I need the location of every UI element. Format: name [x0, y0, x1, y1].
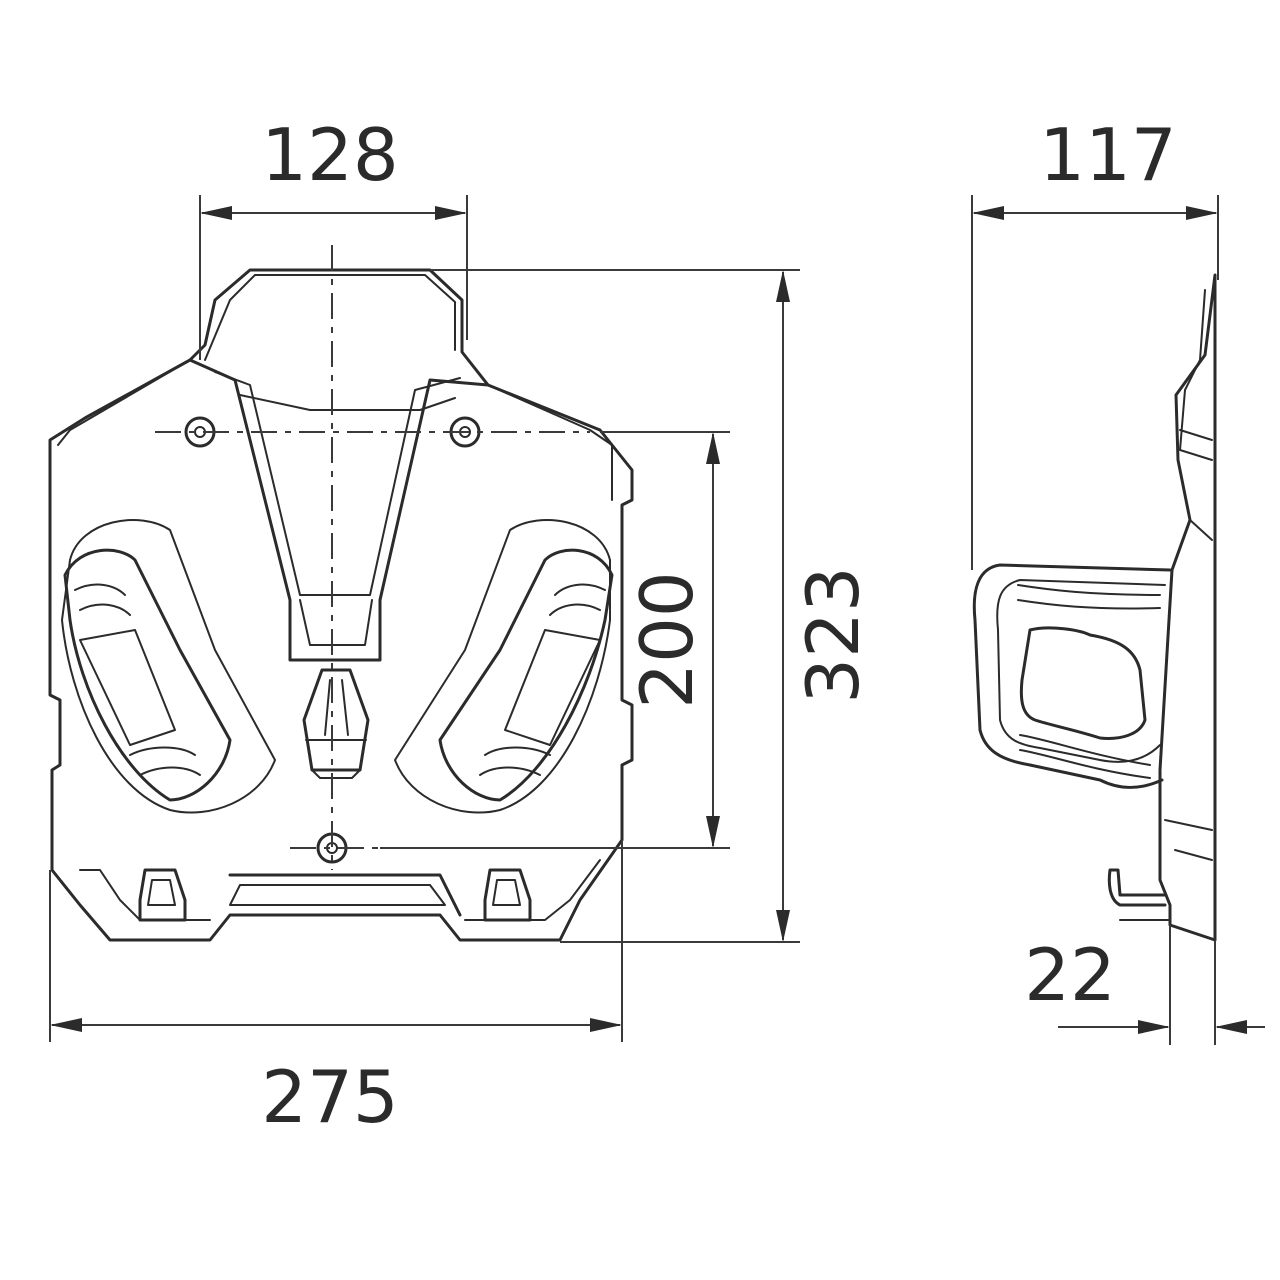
front-outline [48, 268, 634, 942]
side-back-inner [1179, 289, 1213, 461]
v-rib-bottom [299, 599, 373, 646]
side-view [972, 273, 1217, 942]
right-foot [483, 868, 532, 922]
front-view [48, 245, 634, 942]
left-handle [61, 519, 276, 814]
side-back-plate [1158, 273, 1217, 942]
left-foot [138, 868, 187, 922]
dimension-mount-height: 200 [380, 431, 730, 849]
center-grip [302, 668, 370, 779]
mount-height-label: 200 [625, 571, 709, 708]
side-depth-label: 117 [1039, 113, 1176, 197]
bottom-tray-inner [229, 884, 446, 906]
top-cap-inner [204, 274, 456, 361]
dimension-total-height: 323 [430, 269, 875, 943]
dimension-plate-thickness: 22 [1024, 925, 1265, 1045]
right-handle [394, 519, 614, 814]
side-hook [972, 563, 1172, 789]
bottom-tray [228, 873, 462, 917]
dimension-total-width: 275 [49, 840, 623, 1139]
total-width-label: 275 [261, 1055, 398, 1139]
left-shoulder [57, 359, 191, 446]
side-bottom-hook [1107, 868, 1167, 907]
right-shoulder [487, 384, 613, 501]
dimension-side-depth: 117 [971, 113, 1219, 570]
side-hook-inner [996, 579, 1166, 763]
v-rib-center [239, 394, 456, 411]
plate-thickness-label: 22 [1024, 933, 1116, 1017]
dimension-top-width: 128 [199, 113, 468, 360]
top-width-label: 128 [261, 113, 398, 197]
v-rib-inner [214, 371, 461, 596]
side-hook-slot [1019, 626, 1147, 740]
v-rib-outer [188, 358, 490, 662]
total-height-label: 323 [791, 566, 875, 703]
